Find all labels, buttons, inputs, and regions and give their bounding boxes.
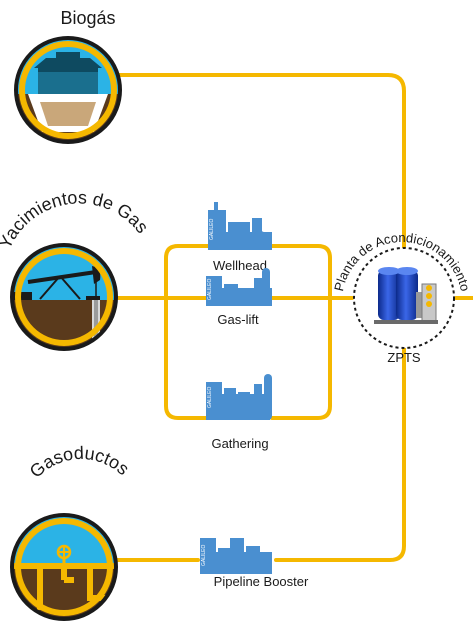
pumpjack-icon <box>14 266 101 300</box>
plant-node <box>353 247 455 349</box>
brand-label: GALILEO <box>209 218 215 240</box>
pipes <box>114 73 473 562</box>
yacimientos-circle <box>10 243 118 351</box>
biogas-dome-body <box>38 68 98 94</box>
gaslift-unit: GALILEO <box>206 268 272 306</box>
biogas-circle <box>14 36 122 144</box>
booster-label: Pipeline Booster <box>214 574 309 589</box>
compressor-icon <box>208 202 272 250</box>
gaslift-label: Gas-lift <box>217 312 259 327</box>
gasoductos-label: Gasoductos <box>26 443 133 482</box>
gasoductos-circle <box>10 513 118 621</box>
gathering-unit: GALILEO <box>206 374 272 420</box>
plant-code-label: ZPTS <box>387 350 421 365</box>
pipe-biogas-to-plant <box>116 73 406 256</box>
pipe-loop-right <box>262 244 332 420</box>
brand-label: GALILEO <box>207 278 213 300</box>
pipe-split-loop-left <box>164 244 218 420</box>
gathering-label: Gathering <box>211 436 268 451</box>
wellhead-label: Wellhead <box>213 258 267 273</box>
booster-unit: GALILEO <box>200 538 272 574</box>
compressor-icon <box>200 538 272 574</box>
wellhead-unit: GALILEO <box>208 202 272 250</box>
brand-label: GALILEO <box>207 386 213 408</box>
biogas-label: Biogás <box>60 8 115 28</box>
compressor-icon <box>206 268 272 306</box>
yacimientos-label: Yacimientos de Gas <box>0 187 152 252</box>
tank-icon <box>374 267 438 324</box>
brand-label: GALILEO <box>201 544 207 566</box>
pipe-plant-to-gasoductos <box>274 344 406 562</box>
compressor-icon <box>206 374 272 420</box>
